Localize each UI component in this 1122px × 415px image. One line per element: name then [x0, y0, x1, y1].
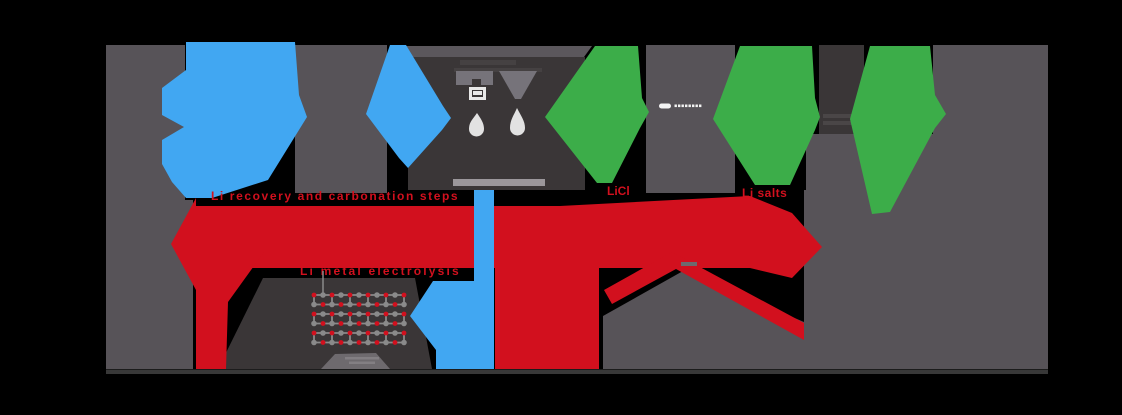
svg-text:Li salts: Li salts: [742, 186, 787, 200]
svg-text:Li metal electrolysis: Li metal electrolysis: [300, 264, 461, 278]
svg-text:LiCl: LiCl: [607, 184, 630, 198]
svg-text:Li recovery and carbonation st: Li recovery and carbonation steps: [211, 189, 459, 203]
